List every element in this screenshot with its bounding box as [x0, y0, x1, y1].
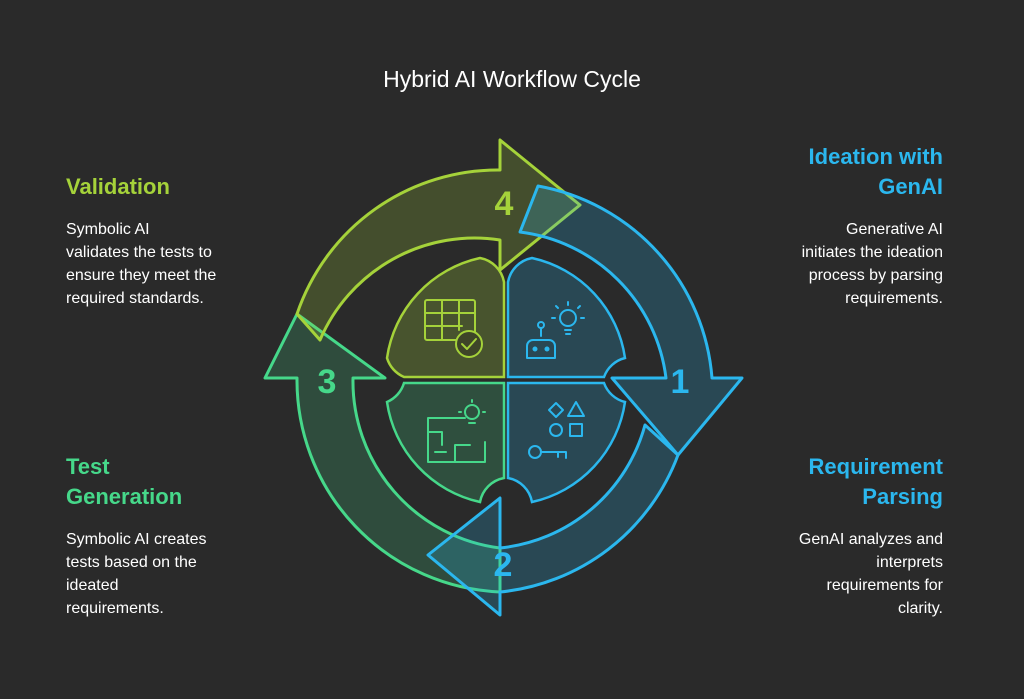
step-2-block: Requirement Parsing GenAI analyzes and i… [703, 452, 943, 620]
quadrant-3-tile [385, 381, 506, 504]
table-check-icon [424, 299, 483, 358]
cycle-arrow-1 [518, 184, 744, 457]
cycle-arrow-3 [263, 312, 502, 594]
step-number-1: 1 [671, 363, 690, 401]
step-4-heading: Validation [66, 172, 306, 202]
step-1-heading: Ideation with GenAI [808, 144, 943, 199]
step-number-3: 3 [318, 363, 337, 401]
step-number-4: 4 [495, 185, 514, 223]
diagram-title: Hybrid AI Workflow Cycle [383, 66, 641, 92]
step-4-description: Symbolic AI validates the tests to ensur… [66, 221, 217, 307]
step-3-block: Test Generation Symbolic AI creates test… [66, 452, 306, 620]
step-3-heading: Test Generation [66, 454, 183, 509]
blueprint-lightbulb-icon [427, 399, 486, 463]
quadrant-4-tile [385, 256, 506, 379]
step-1-description: Generative AI initiates the ideation pro… [801, 221, 943, 307]
quadrant-1-tile [506, 256, 627, 379]
step-1-block: Ideation with GenAI Generative AI initia… [703, 142, 943, 310]
step-number-2: 2 [494, 546, 513, 584]
shapes-key-icon [528, 401, 585, 459]
step-2-heading: Requirement Parsing [808, 454, 943, 509]
cycle-arrow-4 [295, 138, 582, 342]
step-3-description: Symbolic AI creates tests based on the i… [66, 531, 207, 617]
step-4-block: Validation Symbolic AI validates the tes… [66, 172, 306, 310]
robot-lightbulb-icon [526, 301, 585, 359]
quadrant-2-tile [506, 381, 627, 504]
step-2-description: GenAI analyzes and interprets requiremen… [798, 531, 943, 617]
cycle-arrow-2 [426, 423, 680, 617]
step-4-heading-line: Validation [66, 174, 170, 199]
